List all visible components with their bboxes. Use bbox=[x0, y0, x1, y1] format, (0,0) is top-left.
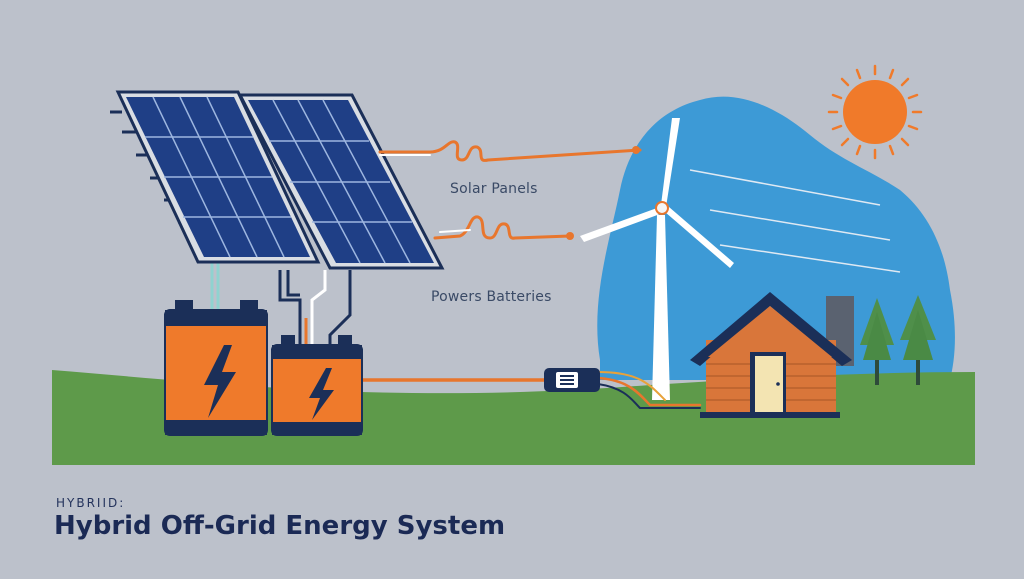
solar-panels-label: Solar Panels bbox=[450, 181, 538, 197]
solar-panel-icon bbox=[110, 90, 445, 270]
power-wires bbox=[358, 371, 702, 409]
sun-icon bbox=[827, 64, 923, 160]
tree-icon bbox=[900, 295, 936, 385]
wind-turbine-icon bbox=[580, 118, 734, 400]
tree-icon bbox=[860, 298, 894, 385]
lightning-bolt-icon bbox=[309, 368, 334, 420]
lightning-bolt-icon bbox=[204, 345, 236, 418]
panel-signal-wires bbox=[378, 140, 642, 240]
panel-battery-wires bbox=[210, 262, 352, 345]
inverter-icon bbox=[544, 368, 600, 392]
caption-kicker: HYBRIID: bbox=[56, 496, 126, 510]
caption-title: Hybrid Off-Grid Energy System bbox=[54, 511, 506, 541]
powers-batteries-label: Powers Batteries bbox=[431, 289, 552, 305]
sky-blob bbox=[597, 96, 955, 380]
house-icon bbox=[690, 292, 854, 418]
wind-streaks bbox=[689, 169, 901, 273]
